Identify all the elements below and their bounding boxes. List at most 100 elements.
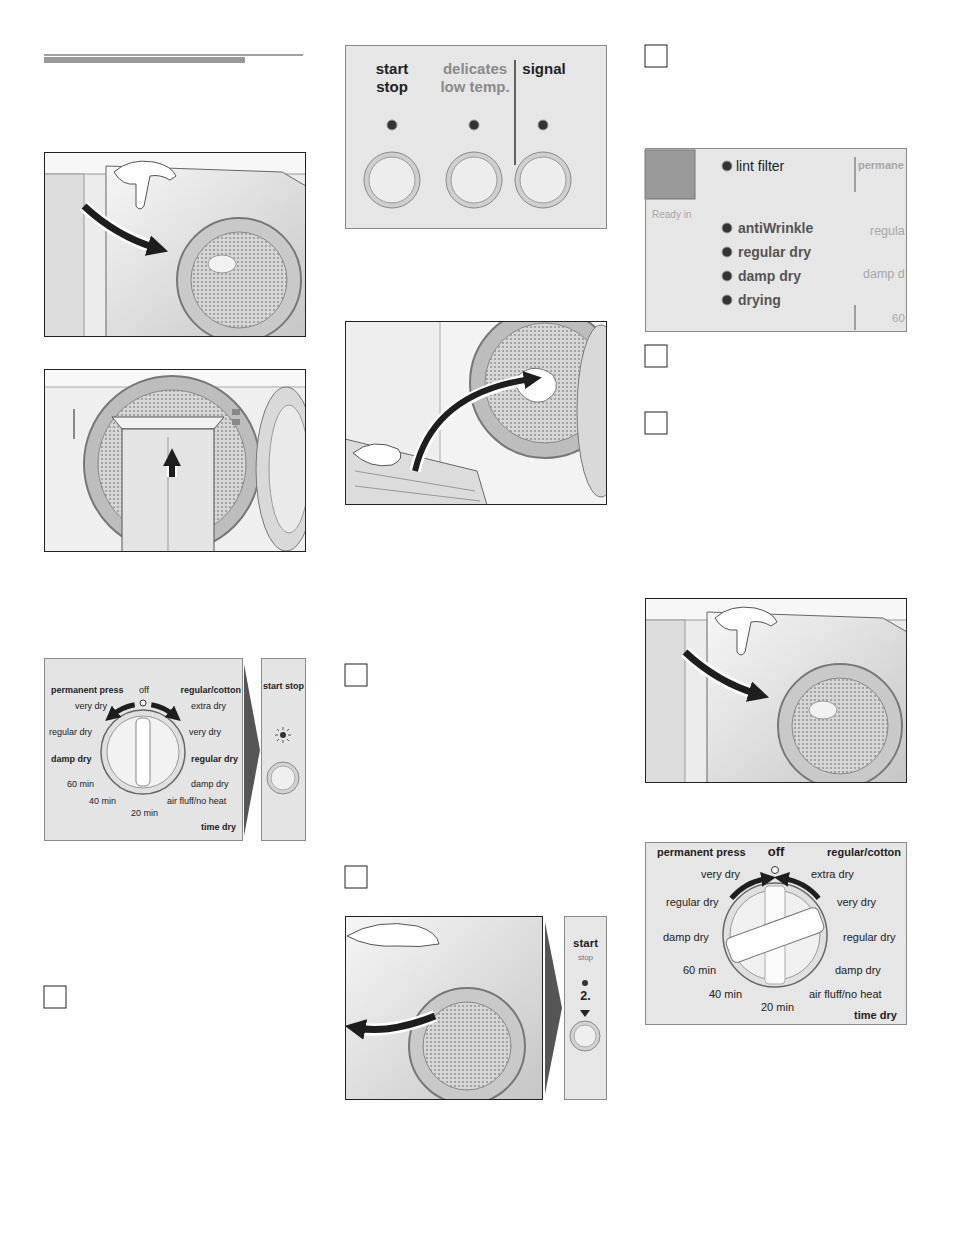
step-chevron bbox=[545, 922, 562, 1094]
laundry-basket bbox=[345, 439, 487, 505]
lint-filter-top bbox=[112, 417, 224, 429]
panel-label: very dry bbox=[837, 896, 876, 909]
header-bar bbox=[44, 57, 245, 63]
panel-label: regular dry bbox=[843, 931, 896, 944]
panel-label: off bbox=[134, 685, 154, 696]
turn-arrow bbox=[112, 705, 135, 716]
arrow-outline bbox=[355, 1016, 435, 1030]
push-button bbox=[364, 152, 420, 208]
drum-opening bbox=[84, 376, 260, 552]
dial-knob bbox=[136, 718, 150, 786]
panel-label: regular dry bbox=[666, 896, 719, 909]
indicator-led bbox=[280, 732, 286, 738]
push-button bbox=[515, 152, 571, 208]
door-open-image bbox=[44, 152, 306, 342]
panel-divider bbox=[514, 60, 516, 165]
dryer-detail bbox=[73, 409, 75, 439]
panel-label: 20 min bbox=[131, 808, 158, 819]
door-open-image bbox=[645, 598, 907, 788]
push-button bbox=[446, 152, 502, 208]
dial-indicator bbox=[140, 700, 146, 706]
basket-weave bbox=[355, 471, 480, 501]
step-chevron bbox=[244, 664, 260, 836]
push-button bbox=[267, 762, 299, 794]
turn-arrow bbox=[731, 879, 767, 899]
dial-indicator bbox=[772, 867, 779, 874]
step-checkbox bbox=[645, 412, 667, 434]
panel-label: damp d bbox=[863, 267, 905, 282]
motion-arrow bbox=[169, 459, 175, 477]
indicator-led bbox=[722, 295, 732, 305]
push-button bbox=[570, 1021, 600, 1051]
dryer-door-open bbox=[645, 598, 907, 788]
led-flash bbox=[275, 727, 291, 743]
button-face bbox=[574, 1025, 596, 1047]
press-arrow bbox=[580, 1010, 590, 1017]
drum bbox=[423, 1002, 511, 1090]
panel-label: air fluff/no heat bbox=[809, 988, 882, 1001]
arrow-outline bbox=[167, 457, 177, 477]
door-close-image bbox=[345, 916, 543, 1104]
panel-label: regular dry bbox=[49, 727, 92, 738]
panel-label: off bbox=[764, 844, 788, 860]
door-glass bbox=[269, 405, 309, 533]
indicator-led bbox=[722, 223, 732, 233]
arrow-outline bbox=[415, 379, 533, 471]
panel-label: regular dry bbox=[738, 244, 811, 261]
porthole bbox=[409, 988, 525, 1104]
panel-label: 40 min bbox=[709, 988, 742, 1001]
image-frame bbox=[346, 917, 543, 1100]
panel-label: 60 min bbox=[67, 779, 94, 790]
button-strip: start stop bbox=[261, 658, 306, 841]
panel-label: antiWrinkle bbox=[738, 220, 813, 237]
hand bbox=[353, 444, 401, 466]
panel-label: very dry bbox=[701, 868, 740, 881]
indicator-led bbox=[582, 980, 588, 986]
panel-label: air fluff/no heat bbox=[167, 796, 226, 807]
panel-label: 60 min bbox=[683, 964, 716, 977]
program-dial bbox=[101, 710, 185, 794]
step-checkbox bbox=[645, 45, 667, 67]
panel-label: start stop bbox=[366, 60, 418, 96]
button-face bbox=[271, 766, 295, 790]
panel-divider bbox=[855, 305, 856, 330]
program-dial bbox=[723, 883, 827, 987]
step-checkbox bbox=[645, 345, 667, 367]
button-face bbox=[520, 157, 566, 203]
dial-panel: permanent press off regular/cotton very dry… bbox=[645, 842, 907, 1025]
turn-arrow bbox=[151, 705, 174, 716]
panel-label: signal bbox=[514, 60, 574, 78]
panel-label: damp dry bbox=[191, 779, 229, 790]
panel-label: extra dry bbox=[191, 701, 226, 712]
hand bbox=[347, 924, 439, 947]
panel-label: damp dry bbox=[663, 931, 709, 944]
panel-label: very dry bbox=[189, 727, 221, 738]
panel-label: stop bbox=[565, 953, 606, 963]
dial-panel: permanent pressoffregular/cottonvery dry… bbox=[44, 658, 243, 841]
panel-label: very dry bbox=[75, 701, 107, 712]
panel-label: time dry bbox=[854, 1009, 897, 1022]
panel-label: 60 bbox=[892, 312, 905, 326]
image-frame bbox=[646, 599, 907, 783]
header-rule bbox=[44, 55, 303, 56]
indicator-led bbox=[722, 161, 732, 171]
panel-label: permanent press bbox=[657, 846, 746, 859]
button-face bbox=[451, 157, 497, 203]
panel-label: regular dry bbox=[191, 754, 238, 765]
image-frame bbox=[45, 153, 306, 337]
panel-label: delicates low temp. bbox=[434, 60, 516, 96]
button-strip: startstop2. bbox=[564, 916, 607, 1100]
panel-label: start bbox=[565, 937, 606, 951]
button-face bbox=[369, 157, 415, 203]
step-checkbox bbox=[345, 866, 367, 888]
panel-label: start stop bbox=[263, 681, 304, 692]
panel-ground bbox=[645, 148, 907, 332]
panel-label: drying bbox=[738, 292, 781, 309]
lint-filter bbox=[122, 429, 214, 552]
lint-filter-image bbox=[44, 369, 316, 552]
panel-label: regular/cotton bbox=[806, 846, 901, 859]
image-frame bbox=[346, 322, 607, 505]
time-display bbox=[645, 150, 695, 199]
motion-arrow bbox=[415, 379, 531, 471]
